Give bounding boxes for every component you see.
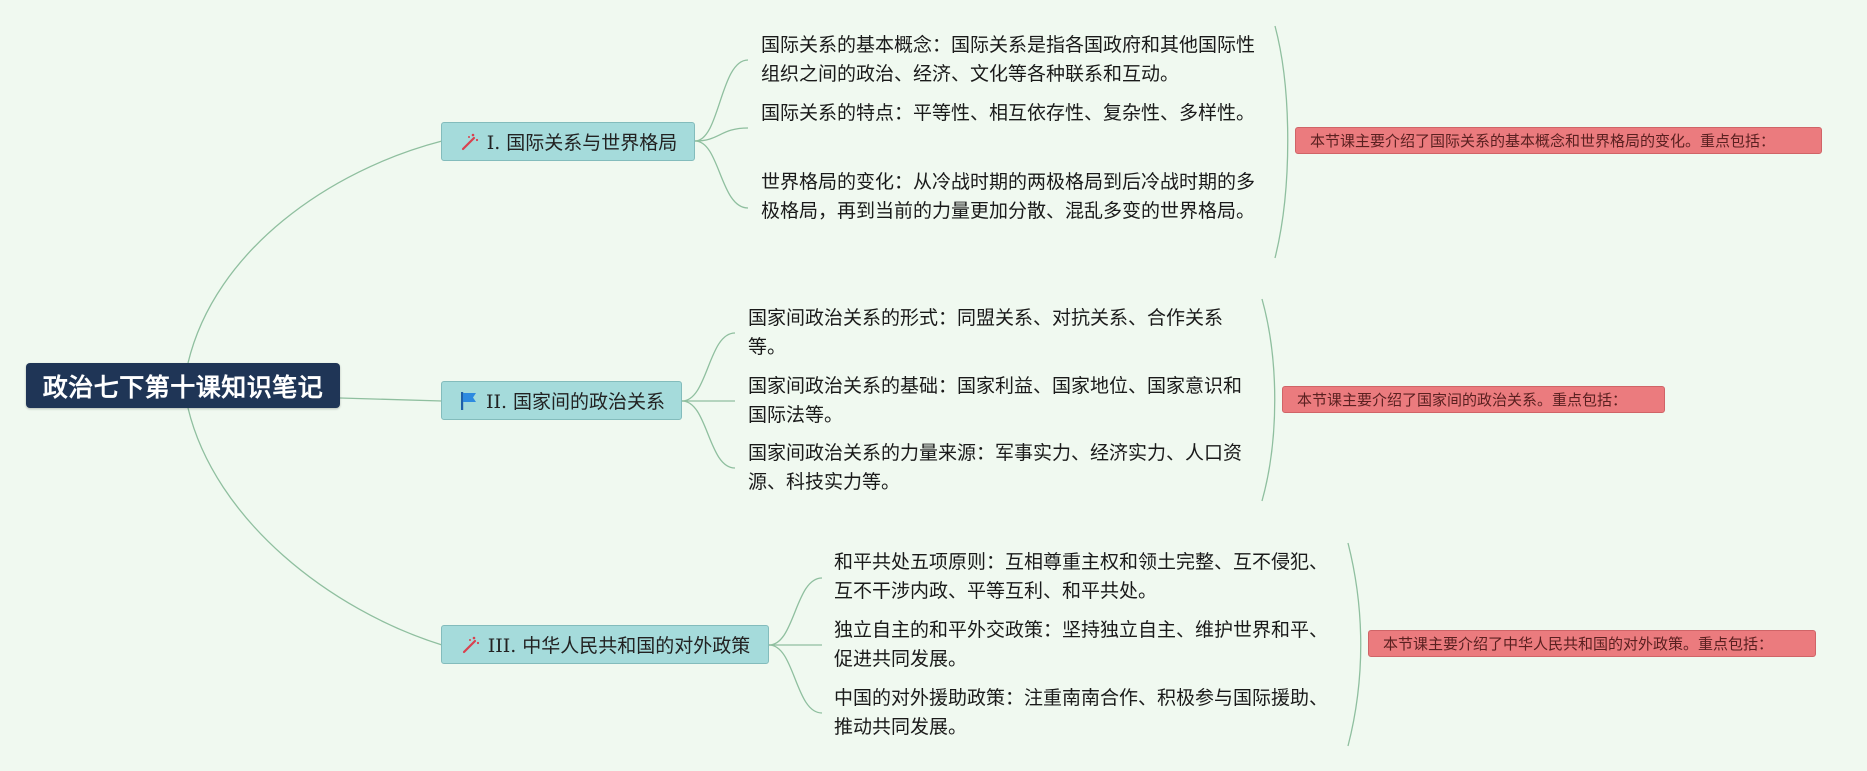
branch-node-3[interactable]: III. 中华人民共和国的对外政策 [441, 625, 769, 664]
link-root-b1 [187, 140, 443, 364]
root-node[interactable]: 政治七下第十课知识笔记 [26, 363, 340, 408]
summary-bracket-1 [1274, 25, 1289, 259]
leaf-2-3: 国家间政治关系的力量来源：军事实力、经济实力、人口资源、科技实力等。 [748, 442, 1243, 493]
summary-box-1[interactable]: 本节课主要介绍了国际关系的基本概念和世界格局的变化。重点包括： [1295, 127, 1822, 154]
link-b3-l1 [768, 577, 823, 646]
branch-label-1: I. 国际关系与世界格局 [486, 132, 678, 154]
leaf-3-3: 中国的对外援助政策：注重南南合作、积极参与国际援助、推动共同发展。 [834, 687, 1329, 738]
leaf-3-1: 和平共处五项原则：互相尊重主权和领土完整、互不侵犯、互不干涉内政、平等互利、和平… [834, 551, 1329, 602]
branch-node-1[interactable]: I. 国际关系与世界格局 [441, 122, 695, 161]
branch-node-2[interactable]: II. 国家间的政治关系 [441, 381, 682, 420]
flag-icon [458, 391, 478, 411]
link-b1-l2 [694, 127, 749, 142]
summary-box-3[interactable]: 本节课主要介绍了中华人民共和国的对外政策。重点包括： [1368, 630, 1816, 657]
leaf-1-1: 国际关系的基本概念：国际关系是指各国政府和其他国际性组织之间的政治、经济、文化等… [761, 34, 1256, 85]
branch-label-3: III. 中华人民共和国的对外政策 [487, 635, 751, 657]
link-root-b3 [187, 407, 443, 646]
link-b2-l3 [681, 400, 736, 469]
wand-icon [459, 132, 479, 152]
link-b1-l1 [694, 59, 749, 142]
root-title: 政治七下第十课知识笔记 [42, 372, 324, 402]
leaf-1-2: 国际关系的特点：平等性、相互依存性、复杂性、多样性。 [761, 102, 1256, 124]
branch-label-2: II. 国家间的政治关系 [485, 391, 666, 413]
leaf-1-3: 世界格局的变化：从冷战时期的两极格局到后冷战时期的多极格局，再到当前的力量更加分… [761, 171, 1256, 222]
wand-icon [460, 635, 480, 655]
link-b3-l3 [768, 644, 823, 714]
summary-box-2[interactable]: 本节课主要介绍了国家间的政治关系。重点包括： [1282, 386, 1665, 413]
leaf-2-1: 国家间政治关系的形式：同盟关系、对抗关系、合作关系等。 [748, 307, 1224, 358]
link-root-b2 [339, 397, 443, 402]
leaf-3-2: 独立自主的和平外交政策：坚持独立自主、维护世界和平、促进共同发展。 [834, 619, 1329, 670]
summary-bracket-2 [1261, 298, 1276, 502]
link-b2-l1 [681, 332, 736, 402]
link-b1-l3 [694, 140, 749, 209]
leaf-2-2: 国家间政治关系的基础：国家利益、国家地位、国家意识和国际法等。 [748, 375, 1243, 426]
summary-bracket-3 [1347, 542, 1362, 747]
